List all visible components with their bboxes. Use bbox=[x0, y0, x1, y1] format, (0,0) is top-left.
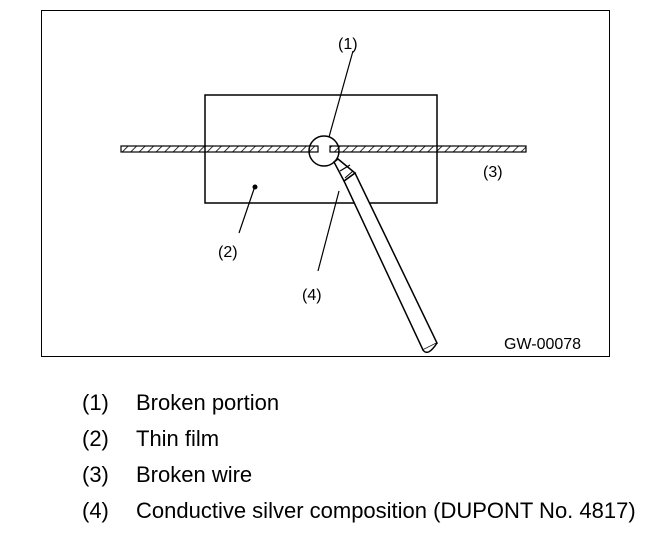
legend-number: (3) bbox=[82, 462, 109, 487]
broken-portion-circle bbox=[308, 135, 340, 167]
legend-item: (1) Broken portion bbox=[82, 390, 652, 416]
diagram-frame: (1) (2) (3) (4) GW-00078 bbox=[41, 10, 610, 357]
legend-number: (2) bbox=[82, 426, 109, 451]
legend-label: Thin film bbox=[136, 426, 220, 451]
legend-label: Broken portion bbox=[136, 390, 280, 415]
callout-3: (3) bbox=[483, 164, 503, 181]
legend-label: Broken wire bbox=[136, 462, 253, 487]
leader-line-1 bbox=[328, 50, 354, 138]
legend-item: (4) Conductive silver composition (DUPON… bbox=[82, 498, 652, 524]
figure-code: GW-00078 bbox=[504, 336, 581, 353]
legend-list: (1) Broken portion (2) Thin film (3) Bro… bbox=[82, 390, 652, 534]
callout-1: (1) bbox=[338, 36, 358, 53]
repair-diagram: (1) (2) (3) (4) GW-00078 bbox=[120, 36, 581, 354]
legend-item: (3) Broken wire bbox=[82, 462, 652, 488]
leader-line-2 bbox=[238, 188, 255, 234]
legend-number: (1) bbox=[82, 390, 109, 415]
legend-number: (4) bbox=[82, 498, 109, 523]
leader-line-4 bbox=[317, 190, 340, 272]
broken-wire bbox=[120, 145, 527, 153]
legend-item: (2) Thin film bbox=[82, 426, 652, 452]
legend-label: Conductive silver composition (DUPONT No… bbox=[136, 498, 636, 523]
thin-film-marker-dot bbox=[252, 184, 258, 190]
callout-4: (4) bbox=[302, 287, 322, 304]
callout-2: (2) bbox=[218, 244, 238, 261]
silver-applicator-pen bbox=[333, 158, 438, 354]
